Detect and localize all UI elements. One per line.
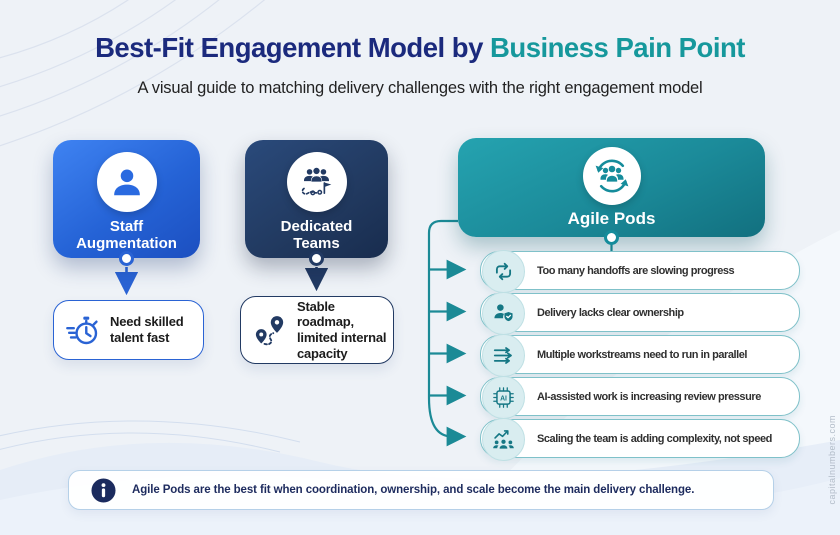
model-card-dedicated-teams: Dedicated Teams [245,140,388,258]
connector-dot [119,251,134,266]
row-icon-circle [482,250,525,293]
parallel-arrows-icon [493,347,512,364]
repeat-icon [495,262,512,281]
agile-pain-point-row: Scaling the team is adding complexity, n… [480,418,800,461]
model-card-label: Dedicated Teams [280,218,353,253]
watermark: capitalnumbers.com [827,415,837,505]
stopwatch-icon [65,312,102,349]
pain-point-text: Stable roadmap, limited internal capacit… [297,298,387,361]
row-icon-circle [482,334,525,377]
pain-point-text: Multiple workstreams need to run in para… [537,348,748,361]
user-icon [113,169,140,196]
team-route-flag-icon [301,167,332,195]
pain-point-text: Scaling the team is adding complexity, n… [537,432,772,445]
team-cycle-icon [595,159,628,193]
route-pins-icon [252,312,289,349]
page-subtitle: A visual guide to matching delivery chal… [137,79,703,97]
footer-note-text: Agile Pods are the best fit when coordin… [132,484,695,496]
model-card-agile-pods: Agile Pods [458,138,765,237]
card-icon-circle [96,152,157,212]
row-icon-circle: AI [482,376,525,419]
agile-pain-point-row: AI AI-assisted work is increasing review… [480,376,800,419]
team-growth-icon [493,430,514,449]
title-accent: Business Pain Point [490,32,745,63]
page-title: Best-Fit Engagement Model by Business Pa… [0,32,840,64]
row-icon-circle [482,292,525,335]
pain-point-text: Need skilled talent fast [110,314,184,345]
agile-pain-point-row: Too many handoffs are slowing progress [480,250,800,293]
pain-point-dedicated-teams: Stable roadmap, limited internal capacit… [240,296,394,364]
footer-note: Agile Pods are the best fit when coordin… [68,470,774,510]
agile-pain-point-row: Multiple workstreams need to run in para… [480,334,800,377]
pain-point-staff-augmentation: Need skilled talent fast [53,300,204,360]
connector-dot [604,230,619,245]
ai-chip-icon: AI [493,387,514,408]
row-icon-circle [482,418,525,461]
agile-pain-point-row: Delivery lacks clear ownership [480,292,800,335]
model-card-staff-augmentation: Staff Augmentation [53,140,200,258]
title-primary: Best-Fit Engagement Model by [95,32,483,63]
pain-point-text: Delivery lacks clear ownership [537,306,684,319]
card-icon-circle [286,152,347,212]
pain-point-text: AI-assisted work is increasing review pr… [537,390,761,403]
user-shield-check-icon [494,304,513,322]
ai-chip-label: AI [500,395,507,402]
connector-dot [309,251,324,266]
card-icon-circle [582,147,641,205]
model-card-label: Agile Pods [567,209,656,228]
model-card-label: Staff Augmentation [76,218,177,253]
info-icon [91,477,116,503]
pain-point-text: Too many handoffs are slowing progress [537,264,735,277]
